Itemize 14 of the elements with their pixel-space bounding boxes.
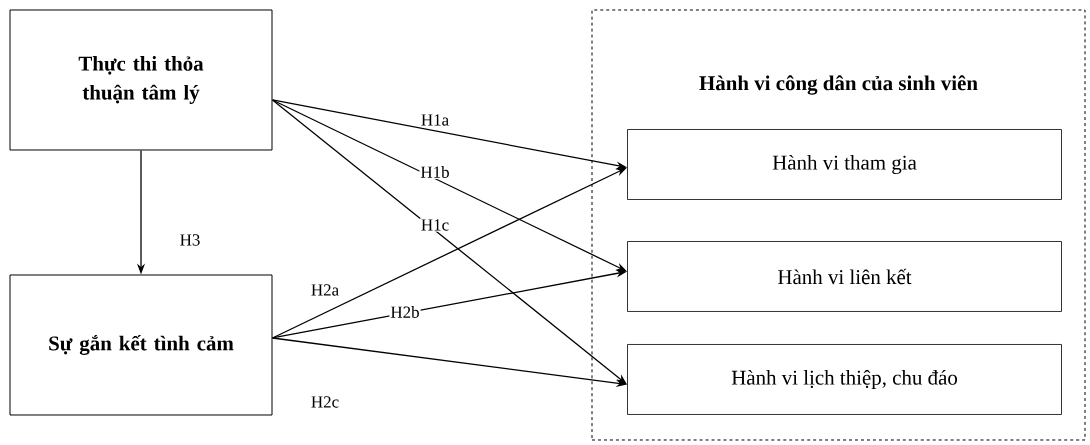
- edge-label: H1c: [419, 218, 451, 232]
- outcome-box: Hành vi liên kết: [627, 241, 1062, 312]
- outcome-box: Hành vi tham gia: [627, 129, 1062, 200]
- edge-label: H2a: [309, 283, 341, 297]
- edge-label: H1b: [419, 165, 451, 179]
- concept-box: Thực thi thỏa thuận tâm lý: [9, 9, 273, 151]
- dashed-group-box: [591, 9, 1086, 441]
- concept-box: Sự gắn kết tình cảm: [9, 274, 273, 416]
- group-title: Hành vi công dân của sinh viên: [699, 75, 978, 95]
- edge-label: H2c: [309, 395, 341, 409]
- edge-label: H1a: [419, 113, 451, 127]
- edge-label: H3: [178, 233, 202, 247]
- edge-label: H2b: [389, 305, 421, 319]
- outcome-box: Hành vi lịch thiệp, chu đáo: [627, 344, 1062, 415]
